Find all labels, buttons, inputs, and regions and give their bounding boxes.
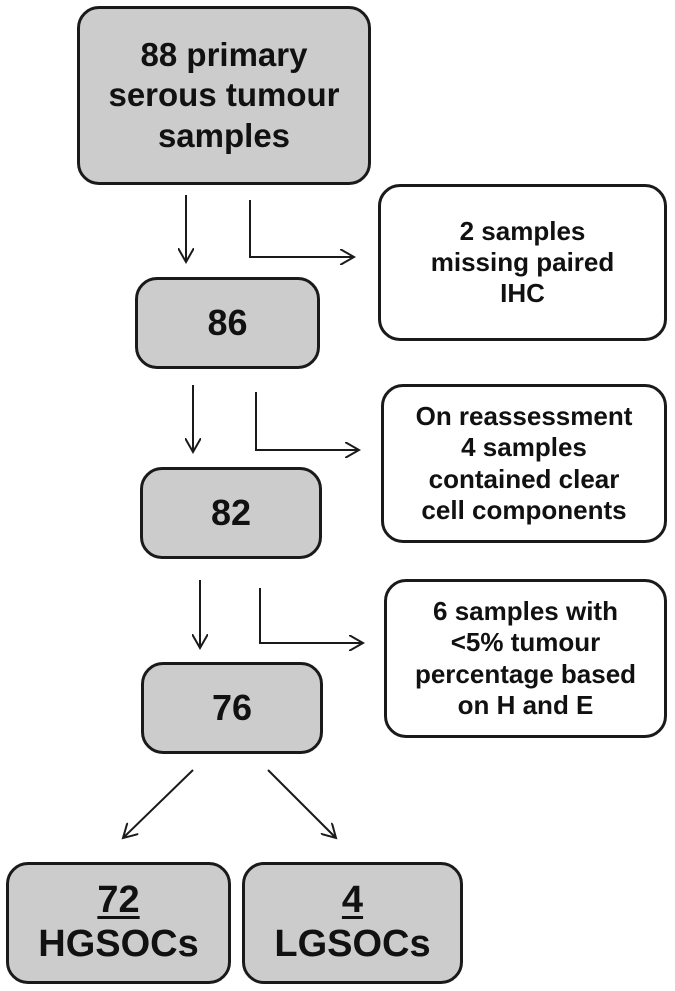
arrow-86-to-exclusion-2: [255, 392, 359, 450]
count-76-value: 76: [211, 687, 253, 728]
arrow-76-to-lgsoc: [267, 769, 336, 838]
lgsoc-count: 4: [341, 879, 364, 922]
arrow-start-to-exclusion-1: [249, 200, 354, 257]
exclusion-2-line-1: On reassessment: [415, 401, 633, 432]
exclusion-2-line-4: cell components: [421, 494, 627, 525]
count-box-86: 86: [135, 277, 320, 369]
arrow-76-to-hgsoc: [123, 769, 194, 838]
exclusion-3-line-1: 6 samples with: [433, 596, 618, 627]
exclusion-box-1: 2 samples missing paired IHC: [378, 184, 667, 341]
exclusion-1-line-2: missing paired: [430, 246, 615, 277]
start-box-line-1: 88 primary: [140, 36, 308, 74]
exclusion-box-2: On reassessment 4 samples contained clea…: [381, 384, 667, 543]
exclusion-2-line-3: contained clear: [428, 463, 620, 494]
result-box-hgsoc: 72 HGSOCs: [6, 862, 231, 984]
count-box-82: 82: [140, 467, 322, 559]
exclusion-1-line-3: IHC: [500, 278, 545, 309]
arrow-82-to-exclusion-3: [259, 588, 363, 643]
start-box-line-2: serous tumour: [108, 76, 340, 114]
count-82-value: 82: [210, 492, 252, 533]
exclusion-3-line-2: <5% tumour: [450, 627, 601, 658]
exclusion-box-3: 6 samples with <5% tumour percentage bas…: [384, 579, 667, 738]
exclusion-3-line-3: percentage based: [414, 658, 637, 689]
exclusion-2-line-2: 4 samples: [461, 432, 587, 463]
exclusion-1-line-1: 2 samples: [459, 215, 586, 246]
count-86-value: 86: [207, 302, 248, 343]
exclusion-3-line-4: on H and E: [457, 689, 594, 720]
count-box-76: 76: [141, 662, 323, 754]
start-box: 88 primary serous tumour samples: [77, 6, 371, 185]
lgsoc-label: LGSOCs: [274, 923, 431, 965]
hgsoc-label: HGSOCs: [38, 923, 199, 965]
hgsoc-count: 72: [97, 879, 140, 922]
start-box-line-3: samples: [157, 116, 291, 154]
result-box-lgsoc: 4 LGSOCs: [242, 862, 463, 984]
